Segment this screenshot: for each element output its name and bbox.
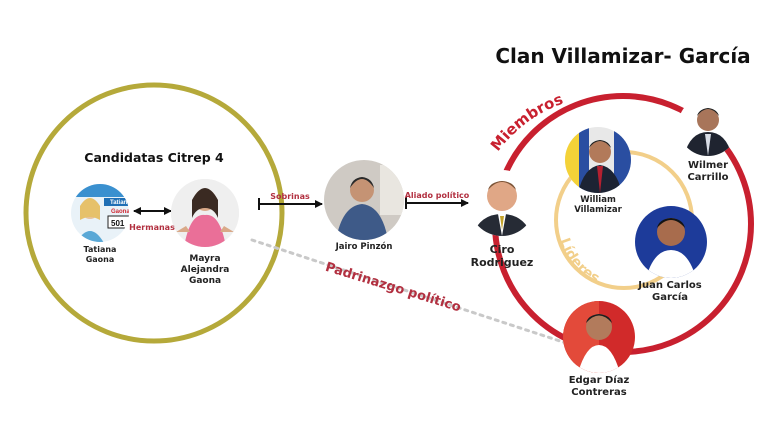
wilmer-line1: Wilmer xyxy=(687,160,729,171)
tatiana-gaona-photo: Tatiana Gaona 501 xyxy=(71,184,131,242)
mayra-line2: Alejandra xyxy=(180,264,230,275)
padrinazgo-line xyxy=(250,238,568,345)
aliado-label: Aliado político xyxy=(405,191,470,200)
jairo-label: Jairo Pinzón xyxy=(335,242,393,252)
lideres-text: Líderes xyxy=(556,236,602,287)
lideres-label: Líderes xyxy=(556,236,602,287)
candidates-group-circle xyxy=(23,82,285,344)
wilmer-line2: Carrillo xyxy=(687,172,729,183)
tatiana-last-name: Gaona xyxy=(85,254,115,264)
william-label: William Villamizar xyxy=(558,195,638,215)
mayra-line1: Mayra xyxy=(189,254,221,264)
tatiana-label: Tatiana Gaona xyxy=(70,245,130,264)
edgar-diaz-photo xyxy=(563,301,635,373)
juan-line2: García xyxy=(652,292,688,303)
edgar-label: Edgar Díaz Contreras xyxy=(549,375,649,399)
william-line2: Villamizar xyxy=(574,205,622,216)
sobrinas-label: Sobrinas xyxy=(270,192,310,201)
william-line1: William xyxy=(580,195,616,205)
poster-top-text: Tatiana xyxy=(110,200,131,206)
hermanas-label: Hermanas xyxy=(129,223,175,232)
juan-carlos-garcia-photo xyxy=(635,206,707,278)
poster-number-text: 501 xyxy=(111,219,125,228)
mayra-line3: Gaona xyxy=(188,275,222,286)
poster-bottom-text: Gaona xyxy=(111,209,130,215)
juan-line1: Juan Carlos xyxy=(638,280,702,291)
mayra-label: Mayra Alejandra Gaona xyxy=(165,254,245,286)
wilmer-label: Wilmer Carrillo xyxy=(668,160,748,184)
ciro-line1: Ciro xyxy=(489,243,515,256)
mayra-gaona-photo xyxy=(171,179,239,247)
ciro-label: Ciro Rodriguez xyxy=(456,243,548,269)
edgar-line2: Contreras xyxy=(571,387,627,398)
ciro-rodriguez-photo xyxy=(469,170,535,236)
william-villamizar-photo xyxy=(565,127,631,193)
tatiana-first-name: Tatiana xyxy=(83,245,117,254)
ciro-line2: Rodriguez xyxy=(470,256,534,270)
jairo-pinzon-photo xyxy=(324,160,404,240)
candidates-group-title: Candidatas Citrep 4 xyxy=(84,150,224,165)
page-title: Clan Villamizar- García xyxy=(495,44,751,68)
juan-carlos-label: Juan Carlos García xyxy=(622,280,718,304)
padrinazgo-label: Padrinazgo político xyxy=(323,260,462,316)
wilmer-carrillo-photo xyxy=(678,96,738,156)
edgar-line1: Edgar Díaz xyxy=(568,375,630,386)
